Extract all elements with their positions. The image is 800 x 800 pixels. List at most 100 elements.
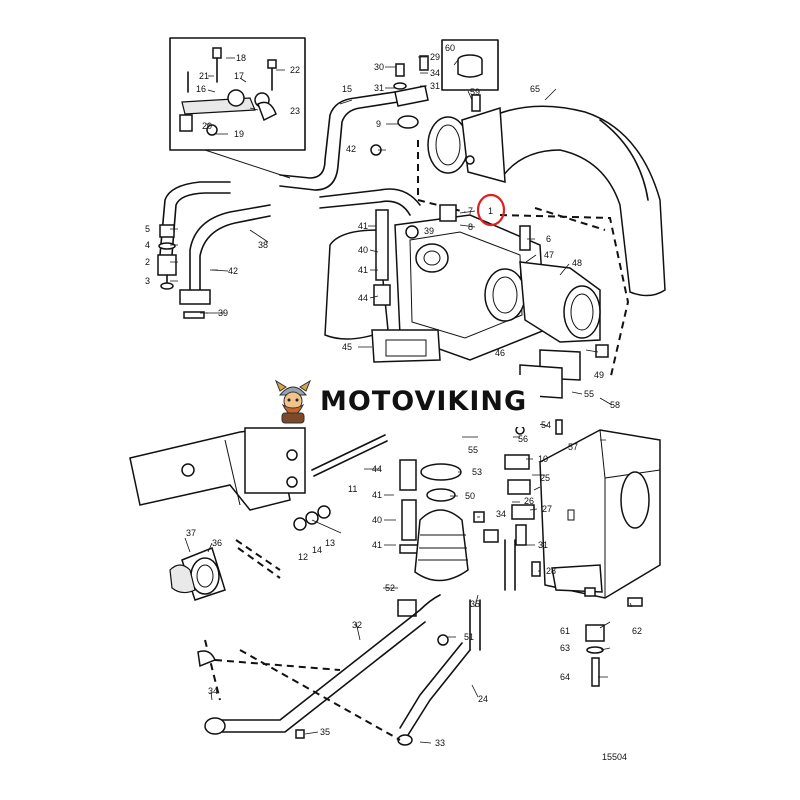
label-64: 64: [560, 672, 570, 682]
label-42-left: 42: [228, 266, 238, 276]
label-20: 20: [202, 121, 212, 131]
thermostat-housing: [414, 463, 499, 646]
label-8: 8: [468, 222, 473, 232]
label-21: 21: [199, 71, 209, 81]
label-34-mid: 34: [496, 509, 506, 519]
flange-36-37: [169, 547, 226, 601]
label-29: 29: [430, 52, 440, 62]
label-35-bottom: 35: [320, 727, 330, 737]
label-6: 6: [546, 234, 551, 244]
label-31-right: 31: [538, 540, 548, 550]
label-2: 2: [145, 257, 150, 267]
label-41-c: 41: [372, 490, 382, 500]
label-35-mid: 35: [470, 599, 480, 609]
viking-mascot-icon: [274, 379, 312, 424]
label-5: 5: [145, 224, 150, 234]
label-24: 24: [478, 694, 488, 704]
label-65: 65: [530, 84, 540, 94]
label-52: 52: [385, 583, 395, 593]
nuts-washers-12-14: [293, 505, 331, 531]
label-31-top-right: 31: [430, 81, 440, 91]
label-61: 61: [560, 626, 570, 636]
label-12: 12: [298, 552, 308, 562]
bolt-stack-61-64: [585, 597, 643, 687]
label-14: 14: [312, 545, 322, 555]
label-37: 37: [186, 528, 196, 538]
label-60: 60: [445, 43, 455, 53]
label-40-a: 40: [358, 245, 368, 255]
label-16: 16: [196, 84, 206, 94]
label-45: 45: [342, 342, 352, 352]
label-13: 13: [325, 538, 335, 548]
turbo-dashed-outline: [417, 140, 630, 381]
label-38: 38: [258, 240, 268, 250]
label-36: 36: [212, 538, 222, 548]
drawing-number: 15504: [602, 752, 627, 762]
label-4: 4: [145, 240, 150, 250]
label-11: 11: [348, 484, 357, 494]
label-32: 32: [352, 620, 362, 630]
heat-shield-58: [539, 429, 661, 599]
turbo-inlet-flange: [519, 225, 609, 399]
label-23: 23: [290, 106, 300, 116]
exhaust-manifold: [324, 204, 546, 363]
right-small-fittings: [504, 419, 563, 577]
label-31-top: 31: [374, 83, 384, 93]
label-58: 58: [610, 400, 620, 410]
turbo-outlet-elbow: [427, 94, 666, 297]
label-22: 22: [290, 65, 300, 75]
inset-detail-box: [169, 37, 306, 179]
label-39-left: 39: [218, 308, 228, 318]
label-25: 25: [540, 473, 550, 483]
label-15: 15: [342, 84, 352, 94]
callout-leaders: [170, 56, 633, 744]
label-57: 57: [568, 442, 578, 452]
highlight-part-1: [476, 193, 506, 227]
center-sleeves: [373, 209, 419, 617]
part-number-labels: 18 21 17 22 16 23 20 19 29 30 34 31 31 9…: [145, 43, 642, 762]
left-fitting-stack: [157, 224, 177, 290]
label-41-a: 41: [358, 221, 368, 231]
label-18: 18: [236, 53, 246, 63]
top-small-parts: [370, 55, 429, 156]
label-53: 53: [472, 467, 482, 477]
label-59: 59: [470, 87, 480, 97]
label-34-top: 34: [430, 68, 440, 78]
label-39-right: 39: [424, 226, 434, 236]
label-50: 50: [465, 491, 475, 501]
label-49: 49: [594, 370, 604, 380]
label-19: 19: [234, 129, 244, 139]
label-40-b: 40: [372, 515, 382, 525]
label-44-a: 44: [358, 293, 368, 303]
label-9: 9: [376, 119, 381, 129]
label-42-top: 42: [346, 144, 356, 154]
label-10: 10: [538, 454, 548, 464]
label-62: 62: [632, 626, 642, 636]
label-48: 48: [572, 258, 582, 268]
lower-exhaust-elbow: [129, 427, 306, 579]
label-34-bottom: 34: [208, 686, 218, 696]
label-33: 33: [435, 738, 445, 748]
label-56: 56: [518, 434, 528, 444]
label-44-b: 44: [372, 464, 382, 474]
label-51: 51: [464, 632, 474, 642]
label-46: 46: [495, 348, 505, 358]
coolant-pipes-lower: [197, 539, 516, 746]
label-27: 27: [542, 504, 552, 514]
label-54: 54: [541, 420, 551, 430]
label-17: 17: [234, 71, 244, 81]
label-63: 63: [560, 643, 570, 653]
label-41-b: 41: [358, 265, 368, 275]
watermark-banner: MOTOVIKING: [262, 375, 540, 427]
label-7: 7: [468, 206, 473, 216]
label-26: 26: [524, 496, 534, 506]
label-3: 3: [145, 276, 150, 286]
coolant-pipes-upper: [159, 91, 421, 319]
label-1-highlighted: 1: [488, 206, 493, 216]
stud-11: [311, 434, 388, 477]
label-47: 47: [544, 250, 554, 260]
label-28: 28: [546, 566, 556, 576]
label-55-b: 55: [468, 445, 478, 455]
label-41-d: 41: [372, 540, 382, 550]
